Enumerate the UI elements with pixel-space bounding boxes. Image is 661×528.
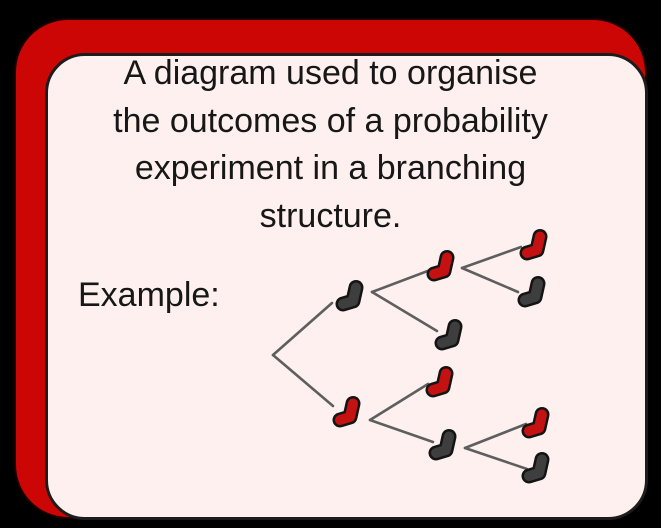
definition-line-4: structure. <box>259 196 402 235</box>
definition-line-3: experiment in a branching <box>134 149 527 187</box>
example-label: Example: <box>78 276 220 314</box>
definition-line-2: the outcomes of a probability <box>113 101 548 140</box>
definition-text: A diagram used to organise the outcomes … <box>40 50 621 240</box>
definition-line-1: A diagram used to organise <box>123 54 538 92</box>
